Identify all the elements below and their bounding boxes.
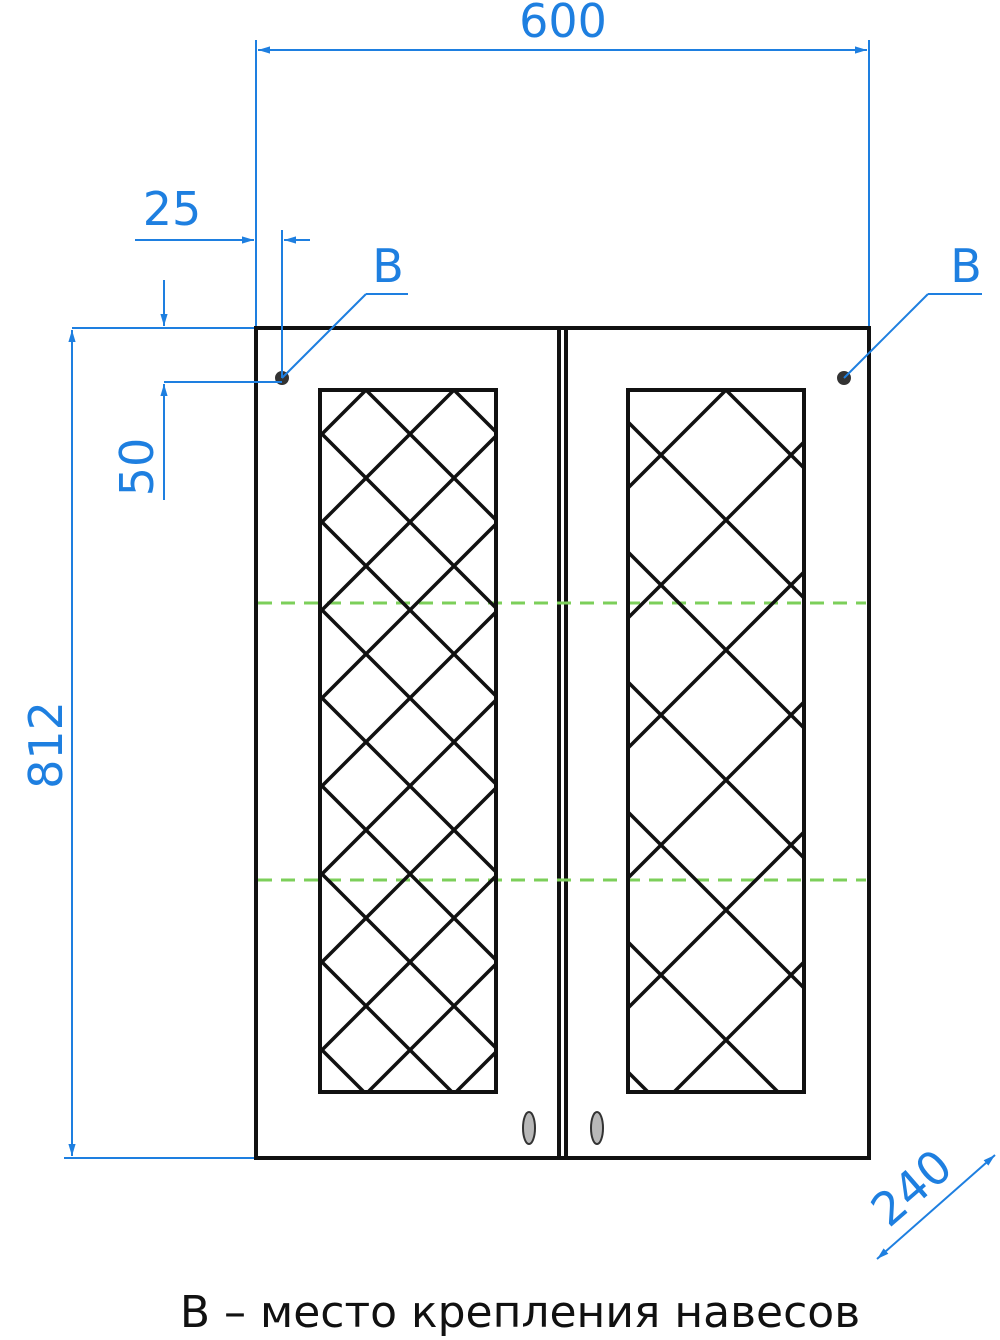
lattice-bar	[894, 390, 1000, 1092]
height-label: 812	[19, 701, 73, 789]
lattice-bar	[320, 433, 496, 615]
lattice-bar	[628, 829, 804, 1011]
mount-offset-y-label: 50	[110, 438, 164, 497]
lattice-bar	[320, 521, 496, 703]
lattice-bar	[320, 873, 496, 1055]
lattice-bar	[320, 390, 456, 527]
callout-letter-left: B	[372, 239, 404, 293]
mount-offset-y-dimension	[72, 280, 282, 500]
lattice-bar	[366, 961, 496, 1092]
callout-leader-left	[281, 293, 408, 379]
lattice-bar	[982, 390, 1000, 1092]
depth-label: 240	[861, 1139, 963, 1237]
right-door-handle	[590, 1111, 604, 1145]
lattice-bar	[454, 1049, 496, 1092]
lattice-bar	[628, 569, 804, 751]
right-door-glass	[0, 388, 1000, 1094]
cabinet-frame	[254, 326, 871, 1160]
lattice-bar	[320, 517, 496, 699]
left-door-glass	[0, 388, 1000, 1094]
lattice-bar	[628, 439, 804, 621]
lattice-bar	[672, 959, 804, 1092]
lattice-bar	[628, 1069, 650, 1092]
lattice-bar	[320, 869, 496, 1051]
lattice-bar	[806, 390, 1000, 1092]
lattice-bar	[628, 699, 804, 881]
lattice-bar	[628, 419, 804, 601]
lattice-bar	[0, 390, 14, 1092]
mount-offset-x-dimension	[135, 230, 310, 378]
lattice-bar	[628, 939, 780, 1092]
depth-dimension	[876, 1154, 996, 1260]
mount-offset-x-label: 25	[143, 182, 202, 236]
height-dimension	[64, 330, 254, 1159]
lattice-bar	[320, 781, 496, 963]
width-dimension	[255, 40, 870, 326]
callout-leader-right	[843, 293, 982, 379]
lattice-bar	[628, 679, 804, 861]
lattice-bar	[718, 390, 1000, 1092]
lattice-bar	[986, 390, 1000, 1092]
lattice-bar	[452, 390, 496, 435]
lattice-bar	[628, 549, 804, 731]
lattice-bar	[542, 390, 1000, 1092]
shelf-lines	[258, 601, 866, 882]
callout-letter-right: B	[950, 239, 982, 293]
width-label: 600	[519, 0, 607, 48]
lattice-bar	[802, 1089, 804, 1092]
lattice-bar	[856, 390, 1000, 1092]
lattice-bar	[364, 390, 496, 523]
lattice-bar	[320, 609, 496, 791]
lattice-bar	[320, 429, 496, 611]
lattice-bar	[320, 697, 496, 879]
lattice-bar	[320, 785, 496, 967]
lattice-bar	[0, 390, 596, 1092]
lattice-bar	[320, 957, 454, 1092]
legend-caption: B – место крепления навесов	[180, 1287, 860, 1338]
left-door-handle	[522, 1111, 536, 1145]
cabinet-outline	[254, 326, 871, 1160]
